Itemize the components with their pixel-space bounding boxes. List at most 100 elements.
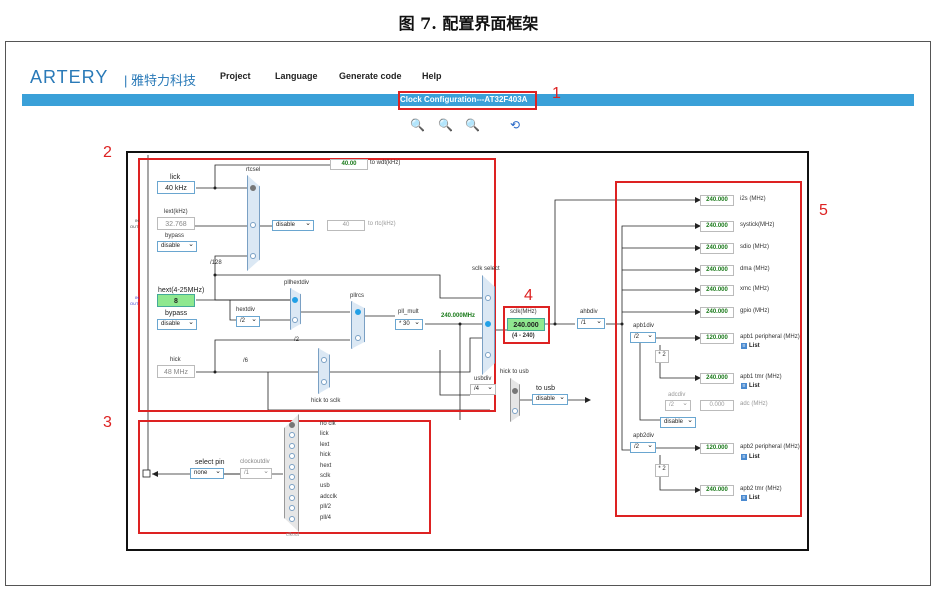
annotation-box-2 [138,158,496,412]
annotation-1: 1 [552,85,561,102]
lext-label: lext(kHz) [164,209,188,215]
hick-sclk-input-a[interactable] [321,357,327,363]
rtcsel-input-hext[interactable] [250,253,256,259]
hext-label: hext(4-25MHz) [158,287,205,294]
apb2div-select[interactable]: /2 [630,441,656,453]
apb2-tmr-list-button[interactable]: ≡List [741,495,760,501]
menu-help[interactable]: Help [422,71,442,81]
apb2-tmr-output: 240.000 [700,485,734,496]
zoom-in-icon[interactable]: 🔍 [410,118,425,132]
pllhextdiv-input-direct[interactable] [292,297,298,303]
clkout-option-radio[interactable] [289,442,295,449]
to-usb-select[interactable]: disable [532,393,568,405]
hick-label: hick [170,357,181,363]
sclk-input-hext[interactable] [485,352,491,358]
apb1div-select[interactable]: /2 [630,331,656,343]
clockoutdiv-label: clockoutdiv [240,459,270,465]
clkout-option-radio[interactable] [289,432,295,439]
lext-field[interactable]: 32.768 [157,217,195,230]
lext-in-label: IN [135,218,139,223]
sclk-field[interactable]: 240.000 [507,318,545,331]
sclk-label: sclk(MHz) [510,309,537,315]
hext-field[interactable]: 8 [157,294,195,307]
clockoutdiv-select[interactable]: /1 [240,467,272,479]
rtc-enable-select[interactable]: disable [272,219,314,231]
clkout-option-radio[interactable] [289,422,295,428]
figure-caption: 图 7. 配置界面框架 [398,14,539,33]
apb2-periph-list-button[interactable]: ≡List [741,454,760,460]
window-frame [5,41,931,586]
apb2div-label: apb2div [633,433,655,439]
menu-project[interactable]: Project [220,71,251,81]
clkout-option-label: lick [320,431,329,438]
clkout-option-radio[interactable] [289,505,295,512]
hick-sclk-input-b[interactable] [321,379,327,385]
clkout-option-label: lext [320,441,330,448]
rtcsel-input-lick[interactable] [250,185,256,191]
usbdiv-select[interactable]: /4 [470,383,496,395]
title-banner [22,94,914,106]
wdt-to-label: to wdt(kHz) [370,160,401,166]
menu-language[interactable]: Language [275,71,318,81]
annotation-box-1 [398,91,537,110]
ahbdiv-select[interactable]: /1 [577,317,605,329]
usb-input-pll[interactable] [512,388,518,394]
list-label: List [749,343,760,349]
ahbdiv-label: ahbdiv [580,309,598,315]
lick-field[interactable]: 40 kHz [157,181,195,194]
clkout-option-radio[interactable] [289,494,295,501]
apb1-mult: * 2 [655,350,669,363]
to-usb-label: to usb [536,385,556,392]
hick-field[interactable]: 48 MHz [157,365,195,378]
apb1-tmr-label: apb1 tmr (MHz) [740,374,782,380]
clkout-option-radio[interactable] [289,484,295,491]
hext-bypass-label: bypass [165,310,188,317]
pllrcs-input-hick[interactable] [355,335,361,341]
clkout-option-label: sclk [320,473,331,479]
annotation-5: 5 [819,202,828,219]
rtcsel-input-lext[interactable] [250,222,256,228]
refresh-icon[interactable]: ⟲ [510,118,521,132]
pllrcs-input-hext[interactable] [355,309,361,315]
adc-enable-select[interactable]: disable [660,416,696,428]
banner-title: Clock Configuration---AT32F403A [400,95,528,104]
lext-bypass-select[interactable]: disable [157,240,197,252]
div128-label: /128 [210,260,222,266]
zoom-reset-icon[interactable]: 🔍 [465,118,480,132]
rtc-to-label: to rtc(kHz) [368,221,396,227]
clkout-option-radio[interactable] [289,515,295,522]
clkout-option-label: adcclk [320,493,338,500]
gpio-output: 240.000 [700,307,734,318]
sclk-input-pll[interactable] [485,321,491,327]
pllhextdiv-mux[interactable] [290,288,301,330]
i2s-label: i2s (MHz) [740,196,766,202]
clkout-mux-label: clkout [286,532,300,538]
pll-mult-select[interactable]: * 30 [395,318,423,330]
apb1-periph-list-button[interactable]: ≡List [741,343,760,349]
hick-to-usb-label: hick to usb [500,369,529,375]
usb-input-hick[interactable] [512,408,518,414]
usb-mux[interactable] [510,378,520,422]
list-icon: ≡ [741,495,747,501]
sclk-select-label: sclk select [472,266,500,272]
apb1-tmr-list-button[interactable]: ≡List [741,383,760,389]
hick-sclk-mux[interactable] [318,348,330,394]
menu-generate-code[interactable]: Generate code [339,71,402,81]
clkout-option-radio[interactable] [289,453,295,460]
lext-out-label: OUT [130,224,139,229]
clkout-option-radio[interactable] [289,474,295,480]
adcdiv-select[interactable]: /2 [665,399,691,411]
hick-to-sclk-label: hick to sclk [311,398,341,404]
hextdiv-label: hextdiv [236,307,256,313]
apb1-periph-output: 120.000 [700,333,734,344]
clkout-option-radio[interactable] [289,463,295,470]
select-pin-select[interactable]: none [190,467,224,479]
gpio-label: gpio (MHz) [740,308,770,314]
hextdiv-select[interactable]: /2 [236,315,260,327]
pllhextdiv-input-div[interactable] [292,317,298,323]
lext-bypass-label: bypass [165,233,185,239]
sclk-input-hick[interactable] [485,295,491,301]
pll-mult-label: pll_mult [398,309,419,315]
zoom-out-icon[interactable]: 🔍 [438,118,453,132]
hext-bypass-select[interactable]: disable [157,318,197,330]
